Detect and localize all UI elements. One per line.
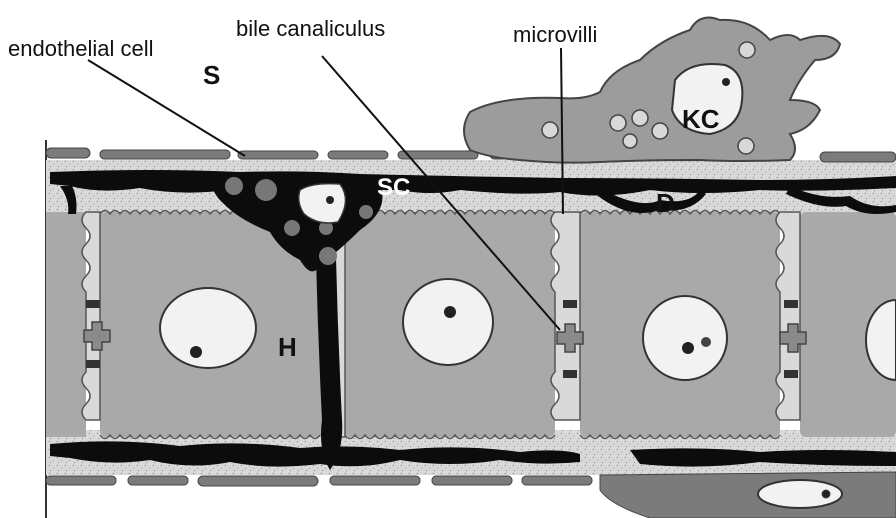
stellate-nucleolus	[326, 196, 334, 204]
label-bile-canaliculus: bile canaliculus	[236, 16, 385, 41]
kupffer-vacuole	[632, 110, 648, 126]
kupffer-vacuole	[542, 122, 558, 138]
desmosome	[563, 300, 577, 308]
nucleus-1	[160, 288, 256, 368]
desmosome	[86, 300, 100, 308]
label-stellate-sc: SC	[377, 174, 410, 201]
lipid-droplet	[359, 205, 373, 219]
endothelial-segment	[100, 150, 230, 159]
endothelial-segment	[522, 476, 592, 485]
lipid-droplet	[284, 220, 300, 236]
nucleus-2	[403, 279, 493, 365]
kupffer-nucleolus	[722, 78, 730, 86]
kupffer-vacuole	[610, 115, 626, 131]
label-disse-d: D	[656, 188, 675, 218]
kupffer-vacuole	[739, 42, 755, 58]
nucleolus-1	[190, 346, 202, 358]
endothelial-segment	[46, 148, 90, 158]
label-kupffer-kc: KC	[682, 104, 720, 134]
label-hepatocyte-h: H	[278, 332, 297, 362]
kupffer-vacuole	[652, 123, 668, 139]
endothelial-lining-bottom	[46, 472, 896, 518]
lipid-droplet	[319, 247, 337, 265]
nucleolus-2	[444, 306, 456, 318]
nucleolus-3a	[682, 342, 694, 354]
endothelial-segment	[328, 151, 388, 159]
lipid-droplet	[225, 177, 243, 195]
label-microvilli: microvilli	[513, 22, 597, 47]
endothelial-segment	[330, 476, 420, 485]
endothelial-segment	[198, 476, 318, 486]
nucleus-3	[643, 296, 727, 380]
hepatocyte-left-partial	[46, 212, 86, 437]
endothelial-segment	[820, 152, 896, 162]
endothelial-nucleolus	[822, 490, 830, 498]
endothelial-segment	[432, 476, 512, 485]
kupffer-vacuole	[623, 134, 637, 148]
nucleolus-3b	[701, 337, 711, 347]
endothelial-cell-bottom-right	[600, 472, 896, 518]
label-sinusoid-s: S	[203, 60, 220, 90]
lipid-droplet	[255, 179, 277, 201]
endothelial-segment	[238, 151, 318, 159]
desmosome	[784, 370, 798, 378]
junction-mid-2	[551, 212, 580, 420]
endothelial-segment	[46, 476, 116, 485]
desmosome	[563, 370, 577, 378]
desmosome	[86, 360, 100, 368]
kupffer-vacuole	[738, 138, 754, 154]
endothelial-segment	[128, 476, 188, 485]
label-endothelial-cell: endothelial cell	[8, 36, 154, 61]
desmosome	[784, 300, 798, 308]
